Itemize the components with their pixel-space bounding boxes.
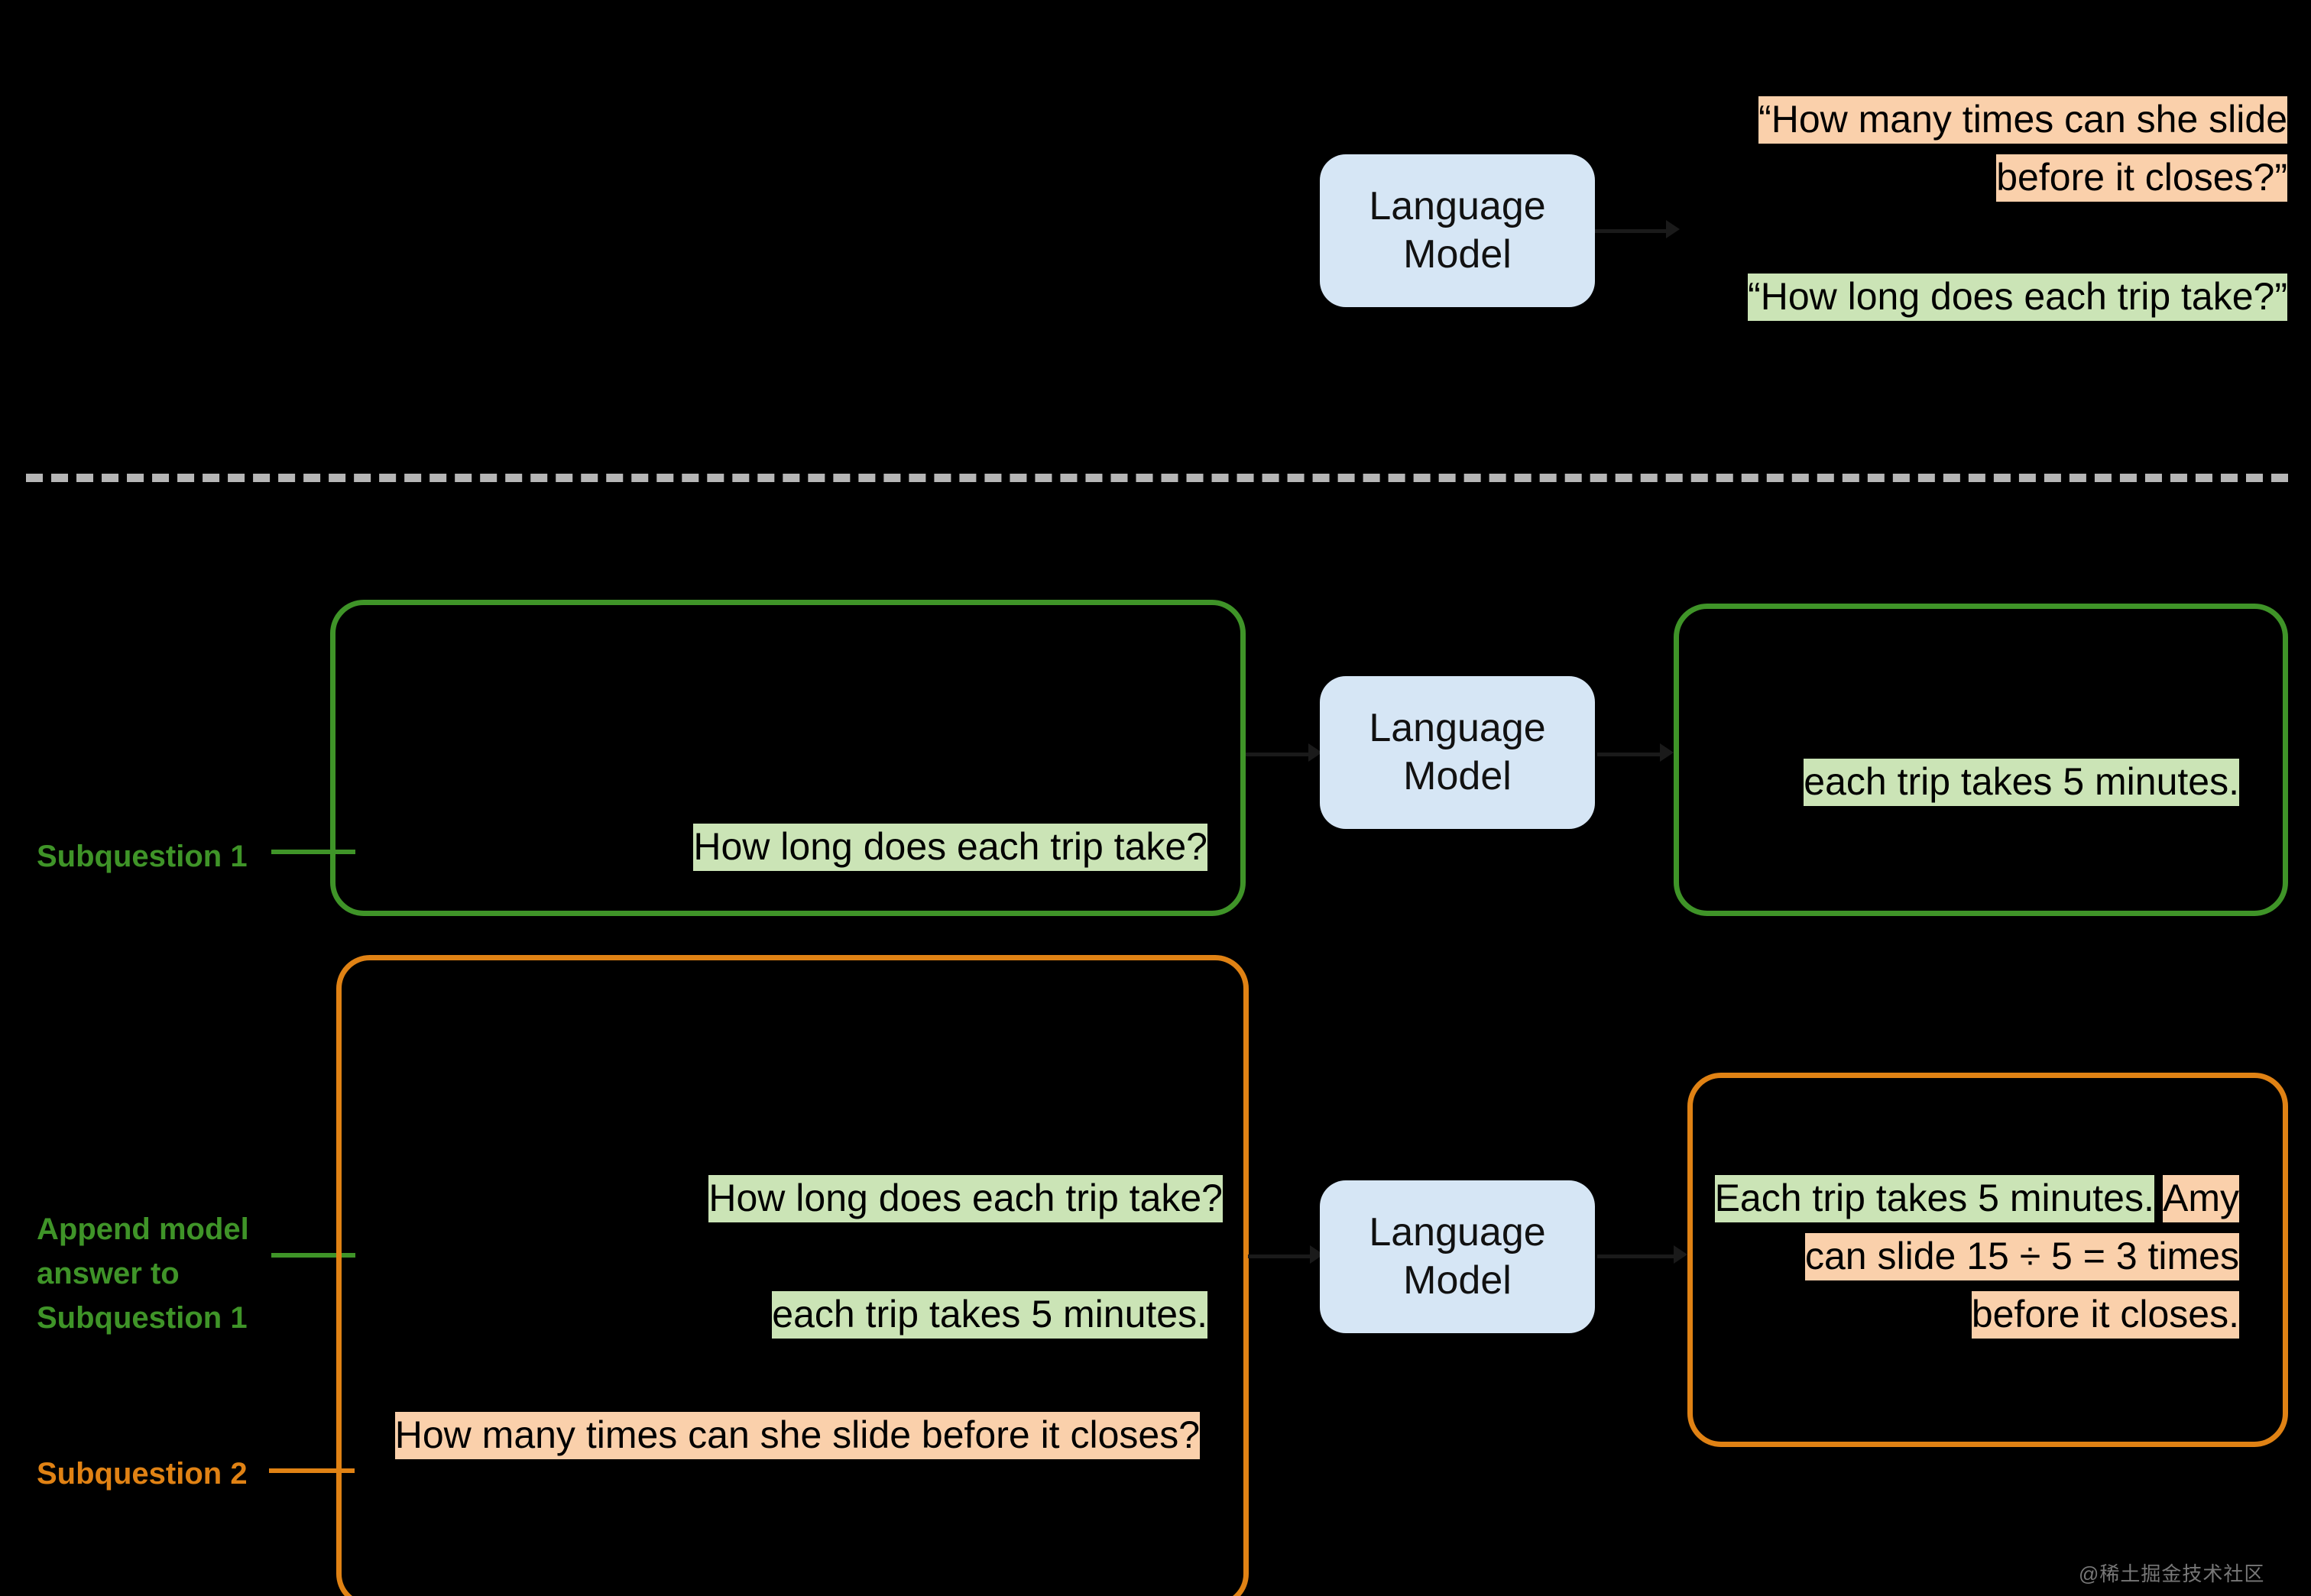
bottom-answer-box: [1687, 1073, 2288, 1447]
language-model-bottom-label-line1: Language: [1369, 1209, 1546, 1254]
connector-append-answer-label: [271, 1253, 355, 1258]
middle-answer-value: each trip takes 5 minutes.: [1804, 759, 2239, 806]
bottom-answer-text: Each trip takes 5 minutes. Amy can slide…: [1704, 1169, 2239, 1343]
side-label-subquestion-1: Subquestion 1: [37, 834, 289, 879]
language-model-label-line2: Model: [1403, 232, 1512, 277]
bottom-prompt-question-2: How many times can she slide before it c…: [374, 1406, 1200, 1464]
arrowhead-top-output: [1666, 220, 1680, 238]
connector-subquestion-1-label: [271, 850, 355, 854]
bottom-answer-gap: [2154, 1177, 2163, 1219]
middle-prompt-box: [330, 600, 1246, 916]
top-output-subquestion-2-text: “How many times can she slide before it …: [1758, 96, 2287, 202]
language-model-middle-label-line2: Model: [1403, 754, 1512, 798]
top-output-subquestion-1-text: “How long does each trip take?”: [1748, 274, 2287, 321]
language-model-box-bottom: Language Model: [1320, 1180, 1595, 1333]
language-model-box-top: Language Model: [1320, 154, 1595, 307]
middle-prompt-question: How long does each trip take?: [693, 824, 1207, 871]
side-label-append-answer: Append model answer to Subquestion 1: [37, 1207, 297, 1340]
connector-bottom-lm-to-answer: [1597, 1254, 1681, 1258]
side-label-append-answer-text: Append model answer to Subquestion 1: [37, 1212, 249, 1335]
arrowhead-bottom-answer-in: [1674, 1245, 1687, 1264]
arrowhead-middle-answer-in: [1660, 743, 1674, 762]
top-output-subquestion-2: “How many times can she slide before it …: [1707, 90, 2287, 206]
stage-divider: [26, 474, 2288, 482]
connector-middle-prompt-to-lm: [1246, 753, 1314, 756]
bottom-prompt-question-1-text: How long does each trip take?: [708, 1175, 1223, 1222]
arrowhead-middle-lm-in: [1308, 743, 1322, 762]
language-model-middle-label-line1: Language: [1369, 705, 1546, 750]
top-output-subquestion-1: “How long does each trip take?”: [1707, 267, 2287, 325]
watermark: @稀土掘金技术社区: [2079, 1559, 2264, 1587]
connector-bottom-prompt-to-lm: [1248, 1254, 1317, 1258]
side-label-subquestion-2: Subquestion 2: [37, 1452, 289, 1496]
bottom-prompt-answer-1-text: each trip takes 5 minutes.: [772, 1291, 1207, 1339]
middle-answer-box: [1674, 604, 2288, 916]
side-label-subquestion-2-text: Subquestion 2: [37, 1457, 248, 1491]
bottom-prompt-answer-1: each trip takes 5 minutes.: [367, 1285, 1207, 1343]
connector-middle-lm-to-answer: [1597, 753, 1666, 756]
side-label-subquestion-1-text: Subquestion 1: [37, 840, 248, 873]
middle-prompt-text: How long does each trip take?: [382, 817, 1207, 876]
bottom-prompt-question-1: How long does each trip take?: [397, 1169, 1223, 1227]
language-model-box-middle: Language Model: [1320, 676, 1595, 829]
language-model-bottom-label-line2: Model: [1403, 1258, 1512, 1303]
connector-subquestion-2-label: [269, 1468, 355, 1473]
bottom-prompt-question-2-text: How many times can she slide before it c…: [394, 1412, 1200, 1459]
watermark-text: @稀土掘金技术社区: [2079, 1562, 2265, 1585]
language-model-label-line1: Language: [1369, 183, 1546, 228]
middle-answer-text: each trip takes 5 minutes.: [1704, 753, 2239, 811]
bottom-prompt-box: [336, 955, 1249, 1596]
connector-top-lm-to-output: [1595, 229, 1671, 233]
bottom-answer-green-part: Each trip takes 5 minutes.: [1714, 1175, 2154, 1222]
